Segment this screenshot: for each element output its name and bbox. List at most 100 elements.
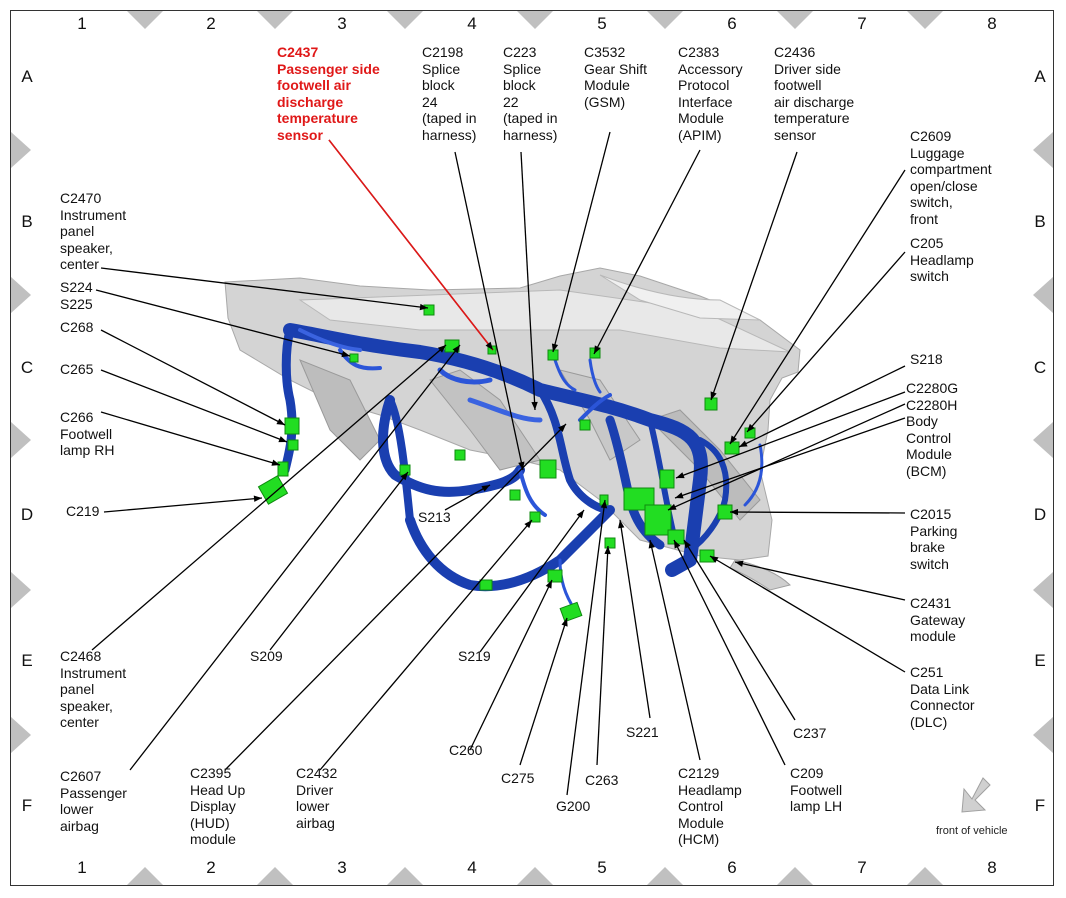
grid-marker-left — [11, 277, 31, 313]
grid-col-3-bottom: 3 — [337, 858, 347, 877]
grid-col-4-bottom: 4 — [467, 858, 477, 877]
label-c3532: C3532 Gear Shift Module (GSM) — [584, 44, 648, 110]
grid-row-a-right: A — [1034, 67, 1046, 86]
label-c251: C251 Data Link Connector (DLC) — [910, 664, 975, 730]
grid-marker-top — [647, 11, 683, 29]
grid-triangles — [11, 11, 1053, 885]
leader-lines — [91, 131, 906, 796]
grid-row-a-left: A — [21, 67, 33, 86]
grid-col-5-top: 5 — [597, 14, 607, 33]
label-c263: C263 — [585, 772, 619, 788]
leader-arrowhead — [419, 303, 428, 311]
label-c2607: C2607 Passenger lower airbag — [60, 768, 127, 834]
leader-arrowhead — [747, 423, 755, 432]
label-c209: C209 Footwell lamp LH — [790, 765, 843, 814]
leader-arrowhead — [735, 560, 744, 567]
grid-row-f-left: F — [21, 796, 33, 815]
leader-arrowhead — [551, 343, 559, 352]
grid-col-2-top: 2 — [206, 14, 216, 33]
grid-row-b-right: B — [1034, 212, 1046, 231]
leader-arrowheads — [253, 303, 755, 627]
grid-marker-top — [127, 11, 163, 29]
grid-row-b-left: B — [21, 212, 33, 231]
front-of-vehicle-label: front of vehicle — [936, 825, 1008, 837]
grid-row-e-right: E — [1034, 651, 1046, 670]
label-c2383: C2383 Accessory Protocol Interface Modul… — [678, 44, 743, 143]
grid-col-8-top: 8 — [987, 14, 997, 33]
label-c2015: C2015 Parking brake switch — [910, 506, 958, 572]
leader-arrowhead — [600, 500, 608, 509]
grid-row-e-left: E — [21, 651, 33, 670]
label-c275: C275 — [501, 770, 535, 786]
leader-arrowhead — [604, 546, 611, 555]
label-c223: C223 Splice block 22 (taped in harness) — [503, 44, 558, 143]
leader-arrowhead — [400, 472, 408, 481]
leader-arrowhead — [485, 341, 493, 350]
highlight-leader — [328, 139, 494, 351]
leader-arrowhead — [561, 618, 568, 627]
grid-marker-right — [1033, 422, 1053, 458]
grid-col-1-bottom: 1 — [77, 858, 87, 877]
grid-row-d-left: D — [20, 505, 34, 524]
grid-marker-left — [11, 132, 31, 168]
grid-marker-right — [1033, 277, 1053, 313]
label-s218: S218 — [910, 351, 943, 367]
grid-col-6-bottom: 6 — [727, 858, 737, 877]
grid-marker-bottom — [127, 867, 163, 885]
label-c2198: C2198 Splice block 24 (taped in harness) — [422, 44, 477, 143]
leader-arrowhead — [648, 540, 655, 549]
grid-marker-left — [11, 717, 31, 753]
grid-row-f-right: F — [1034, 796, 1046, 815]
leader-arrowhead — [676, 472, 685, 479]
leader-arrowhead — [531, 401, 538, 410]
label-c265: C265 — [60, 361, 94, 377]
grid-col-7-bottom: 7 — [857, 858, 867, 877]
grid-marker-right — [1033, 717, 1053, 753]
label-c268: C268 — [60, 319, 94, 335]
grid-col-6-top: 6 — [727, 14, 737, 33]
leader-arrowhead — [730, 435, 738, 444]
leader-arrowhead — [618, 520, 625, 529]
label-c2395: C2395 Head Up Display (HUD) module — [190, 765, 246, 847]
grid-marker-right — [1033, 572, 1053, 608]
wire-harness — [280, 323, 764, 612]
grid-marker-left — [11, 572, 31, 608]
grid-marker-bottom — [777, 867, 813, 885]
leader-arrowhead — [576, 510, 584, 519]
leader-arrowhead — [437, 345, 446, 353]
grid-marker-bottom — [257, 867, 293, 885]
grid-marker-top — [777, 11, 813, 29]
leader-arrowhead — [684, 540, 691, 549]
leader-arrowhead — [675, 492, 684, 499]
leader-arrowhead — [518, 461, 525, 470]
label-c260: C260 — [449, 742, 483, 758]
grid-marker-top — [257, 11, 293, 29]
label-c2468: C2468 Instrument panel speaker, center — [60, 648, 127, 730]
grid-marker-top — [387, 11, 423, 29]
grid-col-2-bottom: 2 — [206, 858, 216, 877]
leader-arrowhead — [276, 418, 285, 425]
grid-marker-top — [517, 11, 553, 29]
label-c2436: C2436 Driver side footwell air discharge… — [774, 44, 855, 143]
grid-col-5-bottom: 5 — [597, 858, 607, 877]
leader-arrowhead — [710, 556, 719, 563]
grid-row-c-left: C — [20, 358, 34, 377]
grid-marker-right — [1033, 132, 1053, 168]
label-s219: S219 — [458, 648, 491, 664]
leader-arrowhead — [668, 503, 677, 510]
label-c2437: C2437 Passenger side footwell air discha… — [277, 44, 380, 143]
grid-row-d-right: D — [1033, 505, 1047, 524]
grid-col-8-bottom: 8 — [987, 858, 997, 877]
label-s209: S209 — [250, 648, 283, 664]
label-c237: C237 — [793, 725, 827, 741]
leader-arrowhead — [452, 345, 460, 354]
label-c2470: C2470 Instrument panel speaker, center — [60, 190, 127, 272]
label-c2280: C2280G C2280H Body Control Module (BCM) — [906, 380, 959, 479]
leader-arrowhead — [524, 520, 532, 529]
leader-arrowhead — [558, 424, 566, 432]
label-s221: S221 — [626, 724, 659, 740]
grid-col-3-top: 3 — [337, 14, 347, 33]
leader-arrowhead — [341, 350, 350, 358]
leader-arrowhead — [730, 508, 739, 516]
